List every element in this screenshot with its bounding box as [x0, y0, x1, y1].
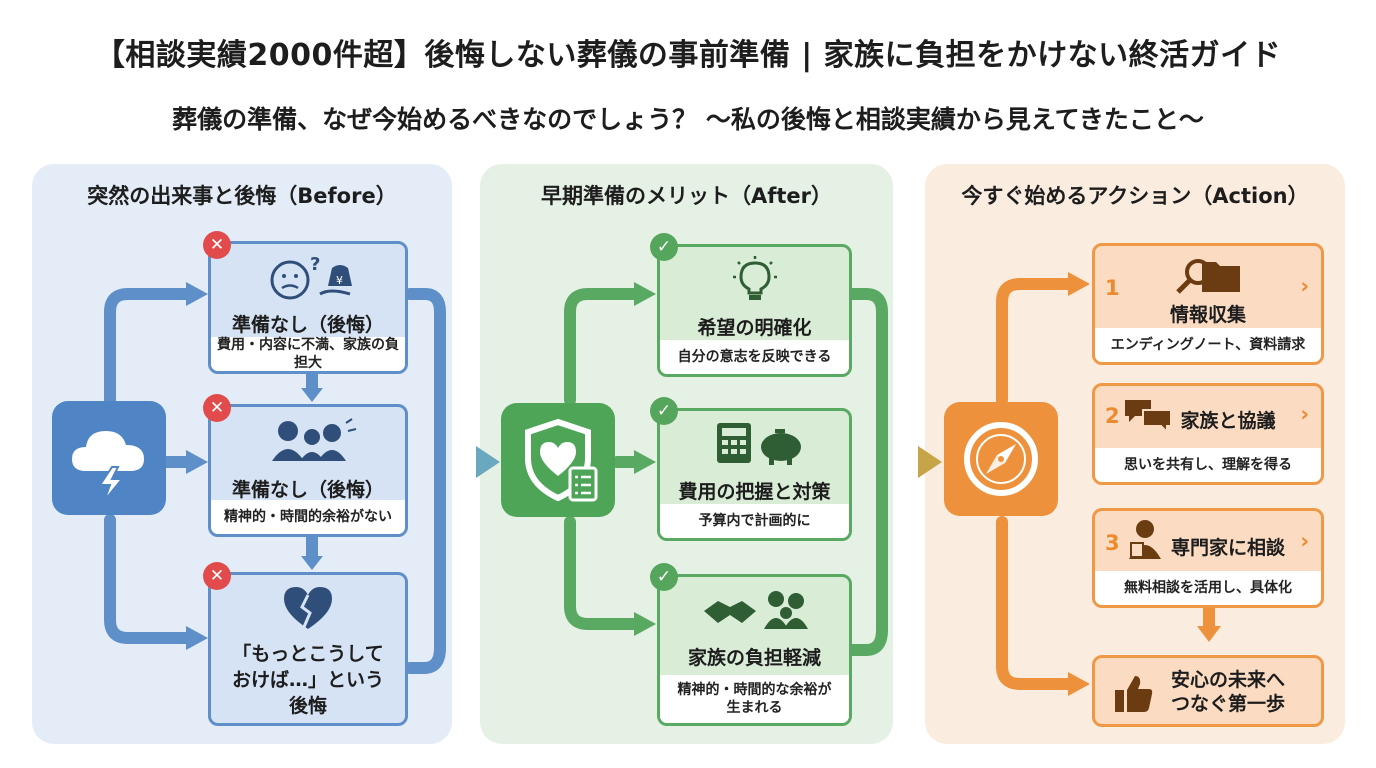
- lightbulb-icon: [660, 255, 849, 303]
- consultant-icon: [1125, 517, 1165, 565]
- action-panel-title: 今すぐ始めるアクション（Action）: [961, 184, 1309, 208]
- before-card-2: 準備なし（後悔） 精神的・時間的余裕がない: [208, 404, 408, 537]
- step-number: 3: [1105, 531, 1120, 555]
- after-card-3: 家族の負担軽減 精神的・時間的な余裕が 生まれる: [657, 574, 852, 726]
- step-number: 2: [1105, 404, 1120, 428]
- action-step-2-sub: 思いを共有し、理解を得る: [1095, 448, 1321, 482]
- action-step-3-label: 専門家に相談: [1170, 537, 1285, 559]
- before-card-1-label: 準備なし（後悔）: [231, 314, 384, 336]
- thumbs-up-icon: [1113, 672, 1155, 718]
- calculator-piggybank-icon: [660, 419, 849, 467]
- x-mark-icon: ✕: [203, 562, 231, 590]
- svg-text:¥: ¥: [336, 274, 343, 287]
- action-step-1-label: 情報収集: [1169, 304, 1246, 326]
- action-step-2-label: 家族と協議: [1180, 410, 1276, 432]
- check-mark-icon: ✓: [650, 397, 678, 425]
- confused-face-icon: ? ¥: [211, 254, 405, 302]
- check-mark-icon: ✓: [650, 563, 678, 591]
- after-card-3-label: 家族の負担軽減: [687, 647, 821, 669]
- chevron-right-icon: ›: [1300, 402, 1309, 426]
- svg-text:?: ?: [310, 254, 320, 275]
- page-subtitle: 葬儀の準備、なぜ今始めるべきなのでしょう？ ～私の後悔と相談実績から見えてきたこ…: [172, 105, 1204, 134]
- after-panel-title: 早期準備のメリット（After）: [540, 184, 833, 208]
- shield-heart-checklist-icon: [501, 403, 615, 517]
- chevron-right-icon: ›: [1300, 274, 1309, 298]
- before-card-2-label: 準備なし（後悔）: [231, 479, 384, 501]
- before-card-3: 「もっとこうして おけば…」という 後悔: [208, 572, 408, 726]
- before-panel-title: 突然の出来事と後悔（Before）: [87, 184, 397, 208]
- check-mark-icon: ✓: [650, 233, 678, 261]
- step-number: 1: [1105, 276, 1120, 300]
- after-card-2: 費用の把握と対策 予算内で計画的に: [657, 408, 852, 541]
- after-card-1-label: 希望の明確化: [697, 317, 812, 339]
- handshake-family-icon: [660, 585, 849, 633]
- before-card-3-line2: おけば…」という: [231, 669, 384, 691]
- storm-cloud-icon: [52, 401, 166, 515]
- after-card-1-sub: 自分の意志を反映できる: [660, 340, 849, 374]
- broken-heart-icon: [211, 585, 405, 631]
- after-card-2-sub: 予算内で計画的に: [660, 504, 849, 538]
- before-card-3-line1: 「もっとこうして: [232, 643, 384, 665]
- search-folder-icon: [1095, 252, 1321, 296]
- before-card-3-line3: 後悔: [288, 695, 327, 717]
- before-card-1-sub: 費用・内容に不満、家族の負担大: [211, 337, 405, 371]
- action-step-2: 2 家族と協議 › 思いを共有し、理解を得る: [1092, 383, 1324, 485]
- compass-icon: [944, 402, 1058, 516]
- action-step-1: 1 情報収集 › エンディングノート、資料請求: [1092, 243, 1324, 365]
- chevron-right-icon: ›: [1300, 529, 1309, 553]
- after-card-1: 希望の明確化 自分の意志を反映できる: [657, 244, 852, 377]
- after-card-2-label: 費用の把握と対策: [678, 481, 831, 503]
- action-final-line2: つなぐ第一歩: [1170, 693, 1285, 715]
- action-final-line1: 安心の未来へ: [1170, 669, 1285, 691]
- after-card-3-sub-line2: 生まれる: [726, 700, 783, 716]
- x-mark-icon: ✕: [203, 394, 231, 422]
- speech-bubbles-icon: [1123, 396, 1173, 440]
- before-card-1: ? ¥ 準備なし（後悔） 費用・内容に不満、家族の負担大: [208, 241, 408, 374]
- action-step-1-sub: エンディングノート、資料請求: [1095, 328, 1321, 362]
- worried-family-icon: [211, 415, 405, 465]
- action-final: 安心の未来へ つなぐ第一歩: [1092, 655, 1324, 727]
- action-step-3: 3 専門家に相談 › 無料相談を活用し、具体化: [1092, 508, 1324, 608]
- x-mark-icon: ✕: [203, 231, 231, 259]
- action-step-3-sub: 無料相談を活用し、具体化: [1095, 571, 1321, 605]
- before-card-2-sub: 精神的・時間的余裕がない: [211, 500, 405, 534]
- page-title: 【相談実績2000件超】後悔しない葬儀の事前準備 | 家族に負担をかけない終活ガ…: [94, 38, 1282, 73]
- after-card-3-sub-line1: 精神的・時間的な余裕が: [677, 681, 832, 698]
